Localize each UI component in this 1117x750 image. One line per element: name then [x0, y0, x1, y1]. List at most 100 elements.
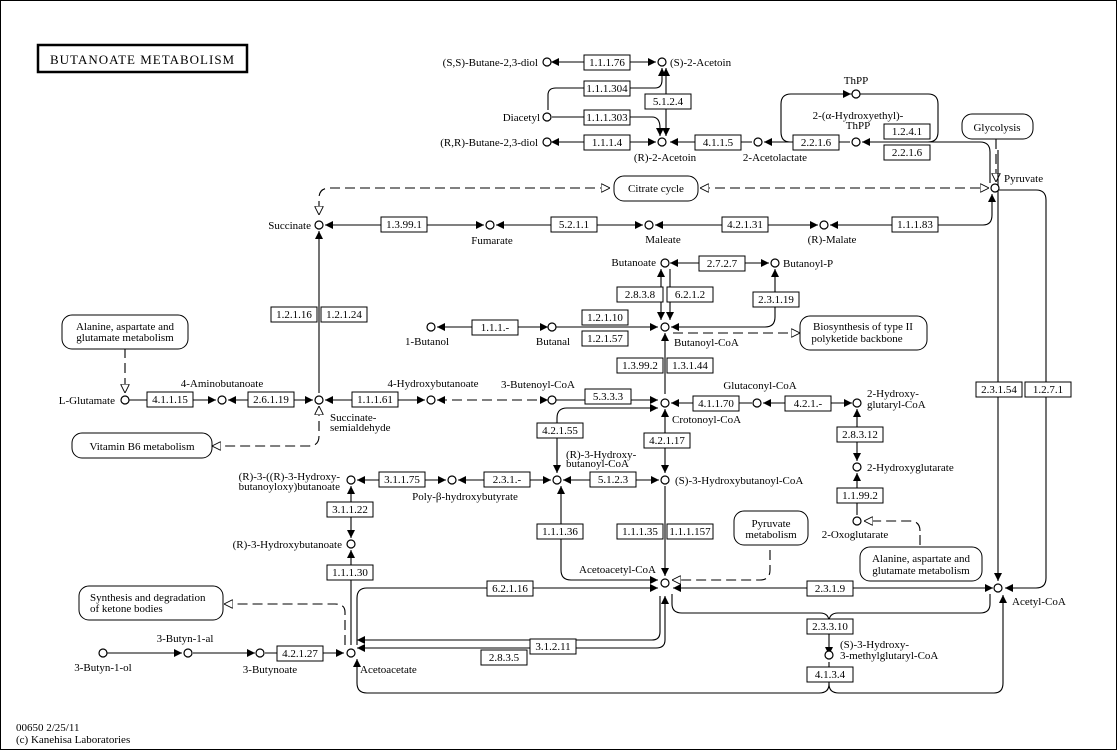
enzyme-2-8-3-8[interactable]: 2.8.3.8 [616, 286, 664, 303]
enzyme-1-2-1-10[interactable]: 1.2.1.10 [581, 309, 629, 326]
enzyme-1-1-1-303[interactable]: 1.1.1.303 [583, 109, 631, 126]
compound-fumarate[interactable]: Fumarate [471, 235, 513, 247]
enzyme-4-1-3-4[interactable]: 4.1.3.4 [806, 666, 854, 683]
compound-r3hb-coa-line1[interactable]: (R)-3-Hydroxy- [566, 449, 637, 461]
compound-r3hbb-line2[interactable]: butanoyloxy)butanoate [239, 481, 341, 493]
enzyme-1-2-1-16[interactable]: 1.2.1.16 [270, 306, 318, 323]
compound-node[interactable] [314, 395, 324, 405]
enzyme-4-1-1-5[interactable]: 4.1.1.5 [694, 134, 742, 151]
compound-3-butyn-1-al[interactable]: 3-Butyn-1-al [157, 633, 214, 645]
compound-l-glutamate[interactable]: L-Glutamate [59, 395, 115, 407]
compound-node[interactable] [183, 648, 193, 658]
compound-node[interactable] [657, 137, 667, 147]
compound-ssa-line1[interactable]: Succinate- [330, 412, 377, 424]
enzyme-4-2-1-31[interactable]: 4.2.1.31 [721, 216, 769, 233]
map-link-citrate-cycle[interactable]: Citrate cycle [613, 175, 699, 202]
enzyme-1-1-1-36[interactable]: 1.1.1.36 [536, 523, 584, 540]
compound-2-hydroxyglutarate[interactable]: 2-Hydroxyglutarate [867, 462, 954, 474]
enzyme-1-1-1-30[interactable]: 1.1.1.30 [326, 564, 374, 581]
enzyme-2-6-1-19[interactable]: 2.6.1.19 [247, 391, 295, 408]
compound-node[interactable] [426, 395, 436, 405]
compound-node[interactable] [485, 220, 495, 230]
compound-1-butanol[interactable]: 1-Butanol [405, 336, 449, 348]
compound-node[interactable] [753, 137, 763, 147]
enzyme-1-3-99-1[interactable]: 1.3.99.1 [380, 216, 428, 233]
compound-node[interactable] [426, 322, 436, 332]
compound-pyruvate[interactable]: Pyruvate [1004, 173, 1043, 185]
compound-node[interactable] [660, 322, 670, 332]
compound-node[interactable] [851, 89, 861, 99]
compound-diacetyl[interactable]: Diacetyl [503, 112, 540, 124]
compound-node[interactable] [752, 398, 762, 408]
compound-butanoyl-coa[interactable]: Butanoyl-CoA [674, 337, 739, 349]
enzyme-1-1-1-304[interactable]: 1.1.1.304 [583, 80, 631, 97]
compound-acetoacetyl-coa[interactable]: Acetoacetyl-CoA [579, 564, 656, 576]
compound-s-acetoin[interactable]: (S)-2-Acetoin [670, 57, 732, 69]
enzyme-6-2-1-16[interactable]: 6.2.1.16 [486, 580, 534, 597]
compound-node[interactable] [852, 516, 862, 526]
compound-node[interactable] [851, 137, 861, 147]
compound-node[interactable] [660, 258, 670, 268]
compound-r3hbb-line1[interactable]: (R)-3-((R)-3-Hydroxy- [239, 471, 341, 483]
enzyme-4-1-1-70[interactable]: 4.1.1.70 [692, 395, 740, 412]
enzyme-1-1-1-4[interactable]: 1.1.1.4 [583, 134, 631, 151]
enzyme-1-1-1-dash[interactable]: 1.1.1.- [471, 319, 519, 336]
compound-node[interactable] [990, 183, 1000, 193]
enzyme-1-1-1-76[interactable]: 1.1.1.76 [583, 54, 631, 71]
enzyme-3-1-1-22[interactable]: 3.1.1.22 [326, 501, 374, 518]
compound-succinate[interactable]: Succinate [268, 220, 311, 232]
enzyme-2-8-3-12[interactable]: 2.8.3.12 [836, 426, 884, 443]
compound-r3hb[interactable]: (R)-3-Hydroxybutanoate [233, 539, 342, 551]
compound-node[interactable] [346, 648, 356, 658]
compound-butanoyl-p[interactable]: Butanoyl-P [783, 258, 833, 270]
compound-hg-coa-line2[interactable]: glutaryl-CoA [867, 399, 926, 411]
compound-3-butenoyl-coa[interactable]: 3-Butenoyl-CoA [501, 379, 575, 391]
compound-node[interactable] [852, 462, 862, 472]
enzyme-1-2-7-1[interactable]: 1.2.7.1 [1024, 381, 1072, 398]
compound-thpp[interactable]: ThPP [844, 75, 868, 87]
compound-phb[interactable]: Poly-β-hydroxybutyrate [412, 491, 518, 503]
compound-node[interactable] [819, 220, 829, 230]
compound-node[interactable] [447, 475, 457, 485]
enzyme-2-3-1-54[interactable]: 2.3.1.54 [975, 381, 1023, 398]
compound-4-aminobutanoate[interactable]: 4-Aminobutanoate [181, 378, 264, 390]
compound-hethpp-line1[interactable]: 2-(α-Hydroxyethyl)- [813, 110, 904, 122]
enzyme-3-1-1-75[interactable]: 3.1.1.75 [378, 471, 426, 488]
compound-node[interactable] [542, 137, 552, 147]
compound-rr-butanediol[interactable]: (R,R)-Butane-2,3-diol [440, 137, 538, 149]
enzyme-6-2-1-2[interactable]: 6.2.1.2 [666, 286, 714, 303]
enzyme-1-1-99-2[interactable]: 1.1.99.2 [836, 487, 884, 504]
enzyme-5-1-2-3[interactable]: 5.1.2.3 [589, 471, 637, 488]
compound-node[interactable] [542, 57, 552, 67]
compound-node[interactable] [852, 398, 862, 408]
enzyme-2-3-1-19[interactable]: 2.3.1.19 [752, 291, 800, 308]
enzyme-2-3-1-dash[interactable]: 2.3.1.- [483, 471, 531, 488]
compound-r-acetoin[interactable]: (R)-2-Acetoin [634, 152, 697, 164]
compound-node[interactable] [346, 539, 356, 549]
enzyme-5-1-2-4[interactable]: 5.1.2.4 [644, 93, 692, 110]
compound-node[interactable] [770, 258, 780, 268]
enzyme-2-2-1-6-a[interactable]: 2.2.1.6 [792, 134, 840, 151]
compound-ssa-line2[interactable]: semialdehyde [330, 422, 391, 434]
compound-hg-coa-line1[interactable]: 2-Hydroxy- [867, 388, 919, 400]
map-link-glycolysis[interactable]: Glycolysis [961, 113, 1034, 140]
compound-3-butyn-1-ol[interactable]: 3-Butyn-1-ol [74, 662, 131, 674]
compound-node[interactable] [644, 220, 654, 230]
enzyme-1-1-1-83[interactable]: 1.1.1.83 [891, 216, 939, 233]
enzyme-2-7-2-7[interactable]: 2.7.2.7 [698, 255, 746, 272]
compound-maleate[interactable]: Maleate [645, 234, 681, 246]
compound-3-butynoate[interactable]: 3-Butynoate [243, 664, 297, 676]
compound-r3hb-coa-line2[interactable]: butanoyl-CoA [566, 458, 629, 470]
compound-node[interactable] [542, 112, 552, 122]
enzyme-4-2-1-dash[interactable]: 4.2.1.- [784, 395, 832, 412]
compound-node[interactable] [824, 650, 834, 660]
enzyme-1-3-99-2[interactable]: 1.3.99.2 [616, 357, 664, 374]
compound-crotonoyl-coa[interactable]: Crotonoyl-CoA [672, 414, 741, 426]
map-link-vitamin-b6[interactable]: Vitamin B6 metabolism [71, 432, 213, 459]
compound-butanoate[interactable]: Butanoate [611, 257, 656, 269]
compound-node[interactable] [552, 475, 562, 485]
compound-node[interactable] [98, 648, 108, 658]
